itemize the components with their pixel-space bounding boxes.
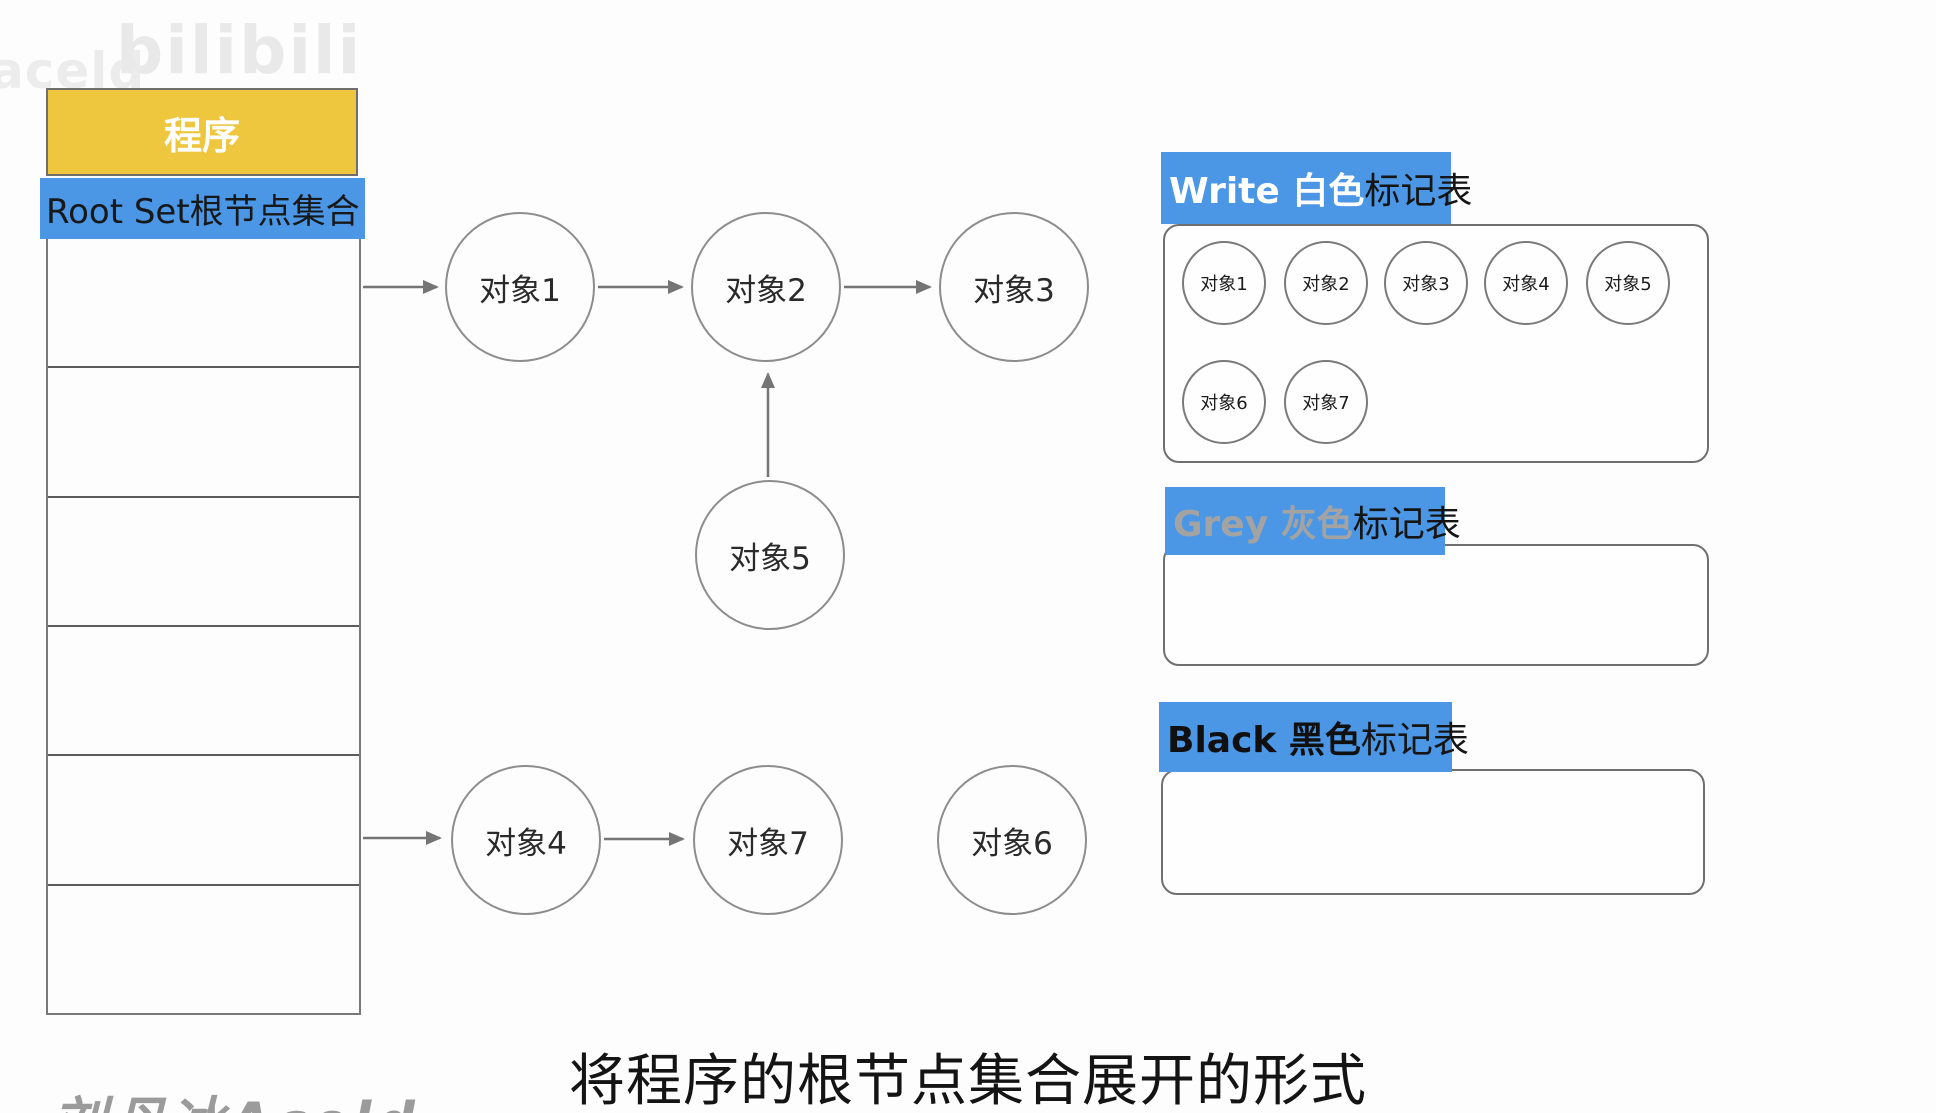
grey-mark-table-header: Grey 灰色标记表 <box>1165 487 1461 555</box>
program-table-empty-row <box>48 368 359 498</box>
black-mark-table-box <box>1161 769 1705 895</box>
white-table-item-obj3: 对象3 <box>1384 241 1468 325</box>
graph-node-obj5: 对象5 <box>695 480 845 630</box>
watermark-author: 刘丹冰Aceld <box>52 1078 420 1113</box>
graph-node-obj2: 对象2 <box>691 212 841 362</box>
program-table-empty-row <box>48 239 359 369</box>
white-mark-table-title-en: Write 白色 <box>1169 171 1365 212</box>
white-table-item-obj2: 对象2 <box>1284 241 1368 325</box>
black-mark-table-header: Black 黑色标记表 <box>1159 702 1469 772</box>
white-table-item-obj1: 对象1 <box>1182 241 1266 325</box>
black-mark-table-title-en: Black 黑色 <box>1167 720 1361 761</box>
root-set-row: Root Set根节点集合 <box>40 178 365 239</box>
program-table-empty-row <box>48 498 359 627</box>
white-table-item-obj6: 对象6 <box>1182 360 1266 444</box>
graph-node-obj1: 对象1 <box>445 212 595 362</box>
white-table-item-obj5: 对象5 <box>1586 241 1670 325</box>
graph-node-obj3: 对象3 <box>939 212 1089 362</box>
program-table-header: 程序 <box>46 88 358 176</box>
graph-node-obj7: 对象7 <box>693 765 843 915</box>
program-table-body <box>46 239 361 1015</box>
graph-node-obj4: 对象4 <box>451 765 601 915</box>
grey-mark-table-title-en: Grey 灰色 <box>1173 504 1353 545</box>
grey-mark-table-title-zh: 标记表 <box>1352 504 1461 545</box>
program-table-empty-row <box>48 627 359 757</box>
slide-caption: 将程序的根节点集合展开的形式 <box>569 1049 1367 1113</box>
bilibili-logo-watermark: bilibili <box>116 12 363 89</box>
graph-node-obj6: 对象6 <box>937 765 1087 915</box>
white-table-item-obj4: 对象4 <box>1484 241 1568 325</box>
white-mark-table-header: Write 白色标记表 <box>1161 152 1472 224</box>
black-mark-table-title-zh: 标记表 <box>1360 720 1469 761</box>
program-table-empty-row <box>48 756 359 886</box>
white-mark-table-title-zh: 标记表 <box>1364 171 1473 212</box>
white-table-item-obj7: 对象7 <box>1284 360 1368 444</box>
grey-mark-table-box <box>1163 544 1709 666</box>
